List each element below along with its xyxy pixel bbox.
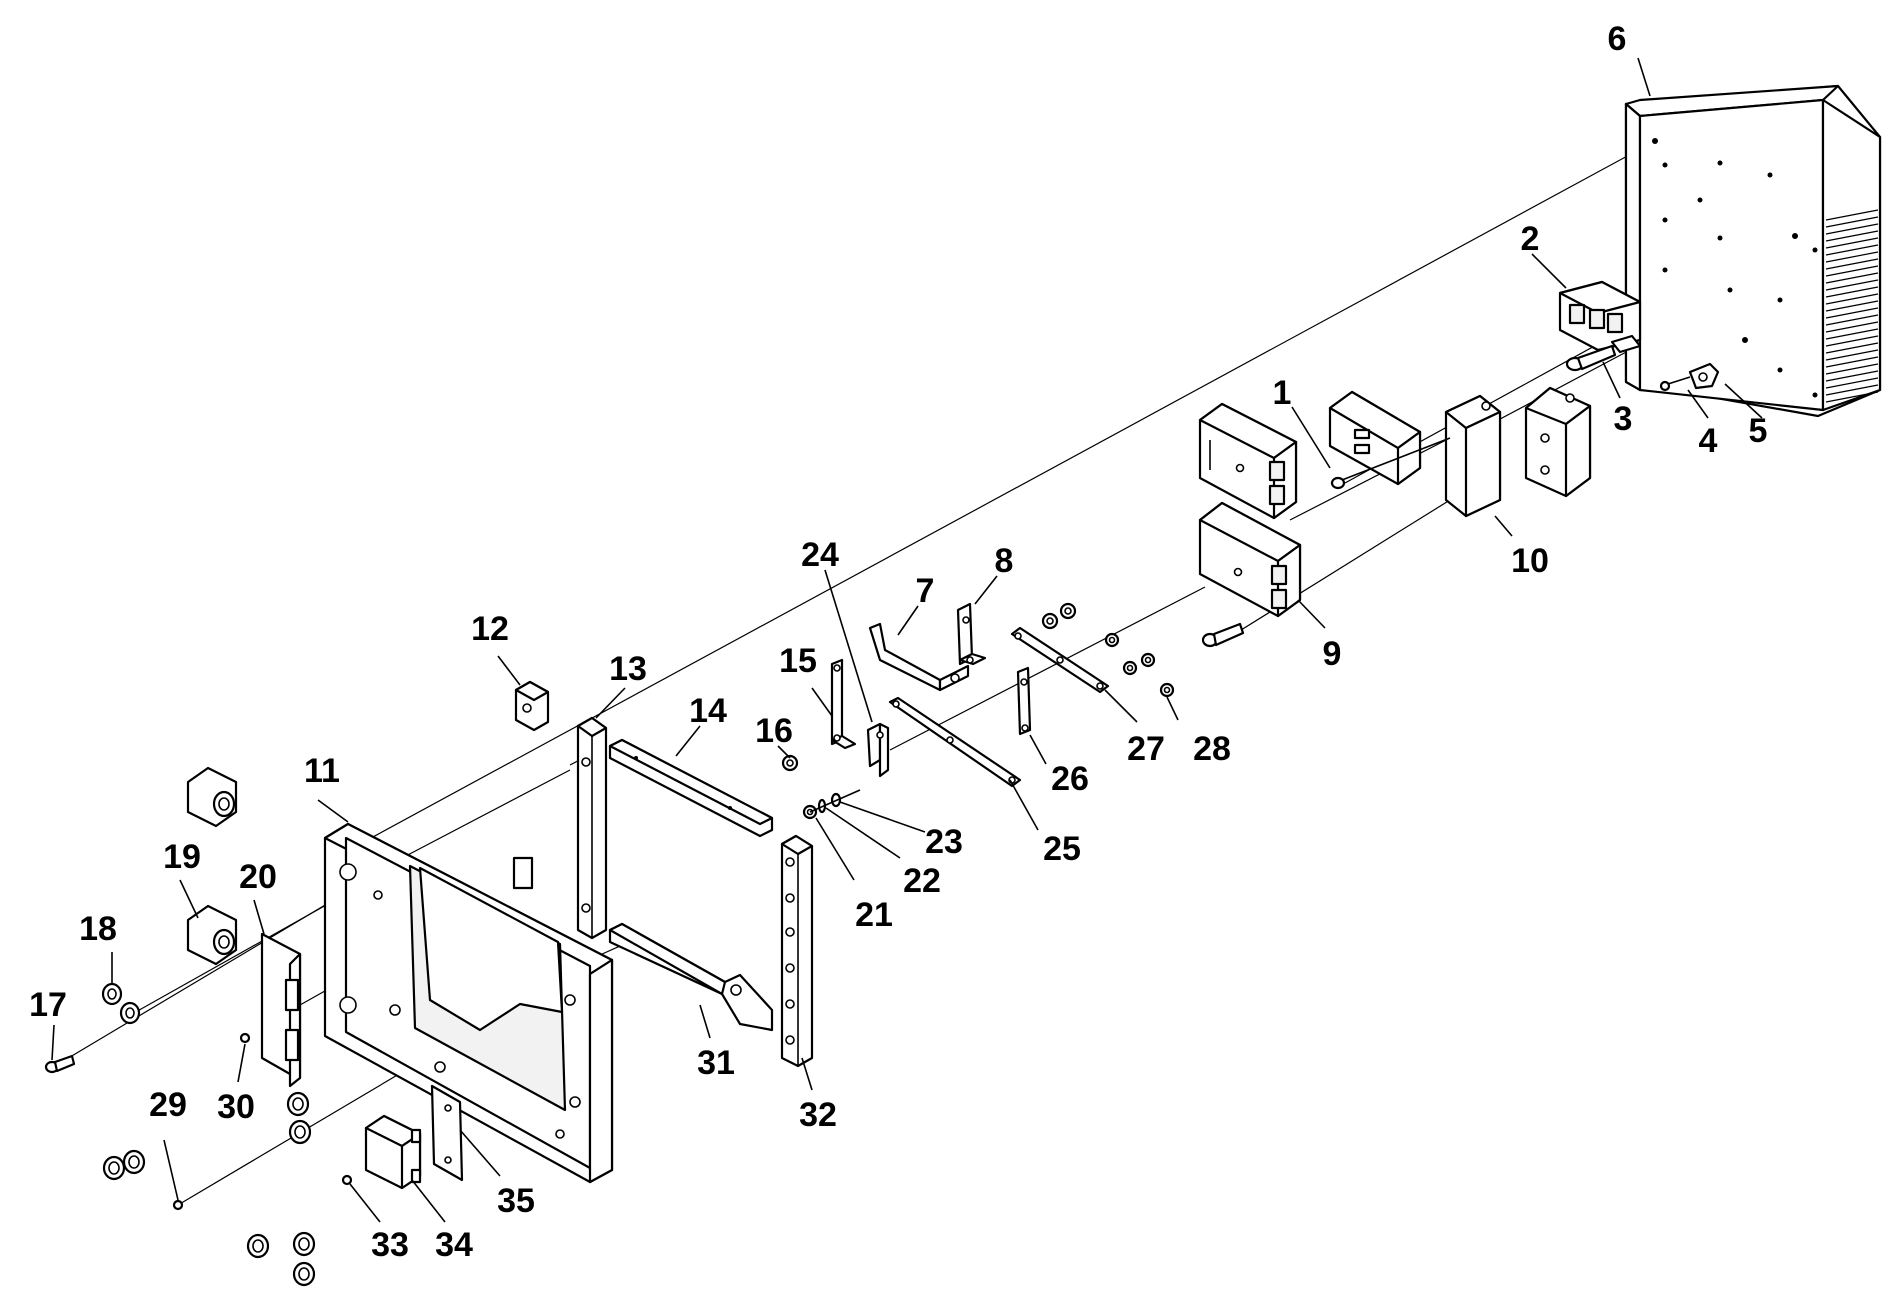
part-13-vertical-bar bbox=[576, 716, 608, 940]
callout-31: 31 bbox=[697, 1044, 735, 1082]
part-9-module-block bbox=[1198, 501, 1302, 618]
callout-9: 9 bbox=[1323, 635, 1342, 673]
part-4-screw bbox=[1659, 376, 1691, 392]
part-28-washers bbox=[1041, 602, 1175, 698]
callout-labels: 1 2 3 4 5 6 7 8 9 10 11 12 13 14 15 16 1… bbox=[29, 20, 1767, 1264]
screw-lower bbox=[1201, 622, 1245, 648]
callout-26: 26 bbox=[1051, 760, 1089, 798]
part-19-connectors bbox=[186, 766, 238, 966]
part-27-bus-bar bbox=[1010, 626, 1110, 694]
module-block-upper-middle bbox=[1328, 390, 1422, 486]
part-17-screw bbox=[44, 1054, 76, 1074]
part-25-bus-bar bbox=[888, 696, 1022, 788]
part-1-screw bbox=[1330, 437, 1451, 490]
callout-16: 16 bbox=[755, 712, 793, 750]
lower-nuts bbox=[102, 1091, 316, 1287]
heatsink-mount-holes bbox=[1652, 138, 1818, 398]
part-29-screw bbox=[172, 1199, 184, 1211]
part-32-perforated-bar bbox=[780, 834, 814, 1068]
part-10-spacer-block bbox=[1444, 394, 1502, 518]
part-8-bracket bbox=[956, 602, 987, 666]
callout-15: 15 bbox=[779, 642, 817, 680]
callout-22: 22 bbox=[903, 862, 941, 900]
callout-32: 32 bbox=[799, 1096, 837, 1134]
module-block-upper-right bbox=[1524, 386, 1592, 498]
callout-23: 23 bbox=[925, 823, 963, 861]
callout-1: 1 bbox=[1273, 374, 1292, 412]
callout-30: 30 bbox=[217, 1088, 255, 1126]
part-15-bracket bbox=[830, 658, 857, 750]
heatsink-fins bbox=[1825, 209, 1879, 403]
part-12-nut-block bbox=[514, 680, 550, 732]
callout-34: 34 bbox=[435, 1226, 473, 1264]
part-16-nut bbox=[781, 754, 799, 772]
callout-18: 18 bbox=[79, 910, 117, 948]
part-35-plate bbox=[430, 1084, 464, 1182]
part-2-rectifier bbox=[1558, 280, 1642, 354]
parts-21-22-23-hardware bbox=[802, 789, 861, 820]
part-11-main-frame bbox=[323, 822, 614, 1184]
callout-29: 29 bbox=[149, 1086, 187, 1124]
part-14-horizontal-bar bbox=[608, 738, 774, 838]
callout-10: 10 bbox=[1511, 542, 1549, 580]
part-31-hooked-bar bbox=[608, 922, 774, 1032]
part-24-terminal bbox=[866, 722, 890, 778]
part-33-screw bbox=[341, 1174, 353, 1186]
callout-7: 7 bbox=[916, 572, 935, 610]
module-block-upper-left bbox=[1198, 402, 1298, 520]
part-26-strap bbox=[1016, 666, 1032, 736]
callout-4: 4 bbox=[1699, 422, 1718, 460]
callout-11: 11 bbox=[304, 752, 340, 790]
part-6-heatsink bbox=[1624, 84, 1882, 418]
callout-2: 2 bbox=[1521, 220, 1540, 258]
part-20-plate bbox=[260, 932, 302, 1088]
callout-28: 28 bbox=[1193, 730, 1231, 768]
callout-20: 20 bbox=[239, 858, 277, 896]
leader-lines bbox=[51, 57, 1763, 1223]
callout-5: 5 bbox=[1749, 412, 1768, 450]
part-18-nuts bbox=[101, 982, 141, 1025]
callout-13: 13 bbox=[609, 650, 647, 688]
part-3-bolt bbox=[1565, 344, 1617, 372]
callout-21: 21 bbox=[855, 896, 893, 934]
part-7-bus-bar bbox=[868, 622, 970, 692]
callout-25: 25 bbox=[1043, 830, 1081, 868]
callout-17: 17 bbox=[29, 986, 67, 1024]
callout-3: 3 bbox=[1614, 400, 1633, 438]
part-30-screw bbox=[239, 1032, 251, 1044]
callout-14: 14 bbox=[689, 692, 727, 730]
callout-12: 12 bbox=[471, 610, 509, 648]
callout-19: 19 bbox=[163, 838, 201, 876]
callout-6: 6 bbox=[1608, 20, 1627, 58]
part-34-relay bbox=[364, 1114, 422, 1190]
part-5-thermal-sensor bbox=[1688, 362, 1720, 390]
callout-24: 24 bbox=[801, 536, 839, 574]
callout-33: 33 bbox=[371, 1226, 409, 1264]
callout-8: 8 bbox=[995, 542, 1014, 580]
callout-27: 27 bbox=[1127, 730, 1165, 768]
callout-35: 35 bbox=[497, 1182, 535, 1220]
